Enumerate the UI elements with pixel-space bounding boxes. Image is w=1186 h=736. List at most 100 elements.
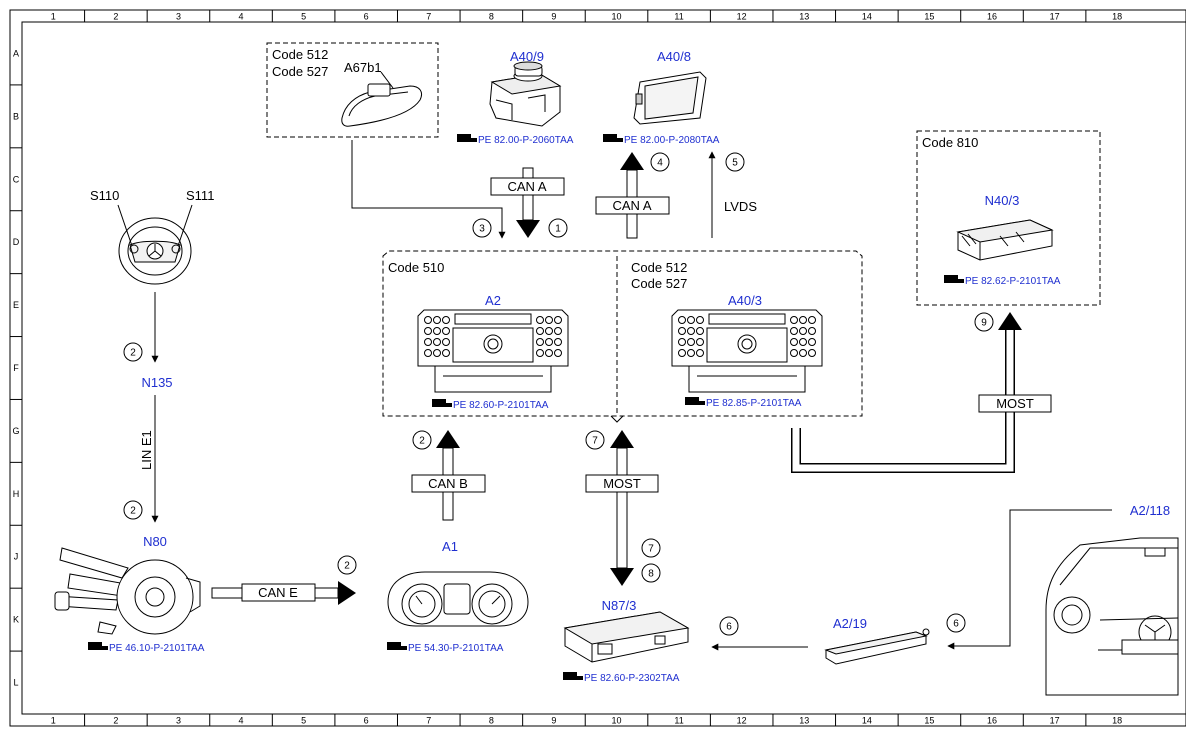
- tuner-a2-19-icon: [824, 628, 930, 665]
- step-circle: [472, 218, 492, 238]
- most-mid-label: MOST: [603, 476, 641, 491]
- grid-column-label: 12: [737, 716, 747, 726]
- amplifier-n40-3-icon: [956, 219, 1054, 261]
- code-box-512-527-top: Code 512 Code 527 A67b1: [266, 42, 439, 138]
- s110-label: S110: [90, 188, 119, 203]
- step-number: 3: [479, 224, 485, 235]
- grid-column-label: 17: [1050, 12, 1060, 22]
- module-n87-3-icon: [563, 611, 690, 663]
- steering-column-module-icon: [54, 547, 201, 635]
- head-unit-a40-3-icon: [671, 309, 823, 393]
- grid-column-label: 7: [426, 716, 431, 726]
- connector-a67b1: [351, 140, 506, 239]
- step-circle: [337, 555, 357, 575]
- step-number: 2: [419, 436, 425, 447]
- car-front-icon: [1045, 537, 1179, 696]
- step-number: 7: [648, 544, 654, 555]
- a67b1-label: A67b1: [344, 60, 382, 75]
- grid-row-label: H: [13, 489, 20, 499]
- grid-column-label: 15: [924, 716, 934, 726]
- grid-column-label: 16: [987, 716, 997, 726]
- steering-wheel-icon: [117, 204, 193, 285]
- display-a40-8-icon: [633, 71, 707, 125]
- grid-column-label: 13: [799, 716, 809, 726]
- grid-column-label: 11: [674, 12, 683, 22]
- grid-column-label: 8: [489, 716, 494, 726]
- step-circle: [641, 563, 661, 583]
- bus-most-mid: [610, 430, 634, 586]
- grid-column-label: 17: [1050, 716, 1060, 726]
- ref-n80: PE 46.10-P-2101TAA: [109, 643, 205, 654]
- grid-column-label: 18: [1112, 12, 1122, 22]
- ref-a40-3: PE 82.85-P-2101TAA: [706, 398, 802, 409]
- step-circle: [585, 430, 605, 450]
- code-box-810: Code 810: [916, 130, 1101, 306]
- a40-3-label: A40/3: [728, 293, 762, 308]
- grid-column-label: 6: [364, 12, 369, 22]
- grid-column-label: 2: [113, 716, 118, 726]
- reference-pointer-icon: [457, 134, 477, 142]
- can-a-left-label: CAN A: [507, 179, 546, 194]
- reference-pointer-icon: [563, 672, 583, 680]
- reference-pointer-icon: [88, 642, 108, 650]
- code-527-label: Code 527: [272, 64, 328, 79]
- grid-column-label: 16: [987, 12, 997, 22]
- grid-column-label: 12: [737, 12, 747, 22]
- s111-label: S111: [186, 188, 214, 203]
- grid-column-label: 13: [799, 12, 809, 22]
- grid-column-label: 3: [176, 12, 181, 22]
- can-b-label: CAN B: [428, 476, 468, 491]
- grid-row-label: K: [13, 615, 19, 625]
- lin-e1-label: LIN E1: [139, 430, 154, 470]
- step-number: 7: [592, 436, 598, 447]
- a2-19-label: A2/19: [833, 616, 867, 631]
- grid-row-label: J: [14, 552, 19, 562]
- grid-column-label: 8: [489, 12, 494, 22]
- grid-column-label: 10: [612, 12, 622, 22]
- a40-8-label: A40/8: [657, 49, 691, 64]
- n135-label: N135: [141, 375, 172, 390]
- grid-row-label: E: [13, 300, 19, 310]
- grid-column-label: 4: [239, 12, 244, 22]
- grid-column-label: 15: [924, 12, 934, 22]
- grid-row-label: F: [13, 363, 19, 373]
- step-number: 2: [130, 506, 136, 517]
- grid-column-label: 1: [51, 716, 56, 726]
- reference-pointer-icon: [603, 134, 623, 142]
- ref-a40-8: PE 82.00-P-2080TAA: [624, 135, 720, 146]
- step-circle: [412, 430, 432, 450]
- step-number: 2: [344, 561, 350, 572]
- bus-can-a-up: [620, 152, 644, 239]
- a40-9-label: A40/9: [510, 49, 544, 64]
- reference-pointer-icon: [432, 399, 452, 407]
- step-circle: [123, 500, 143, 520]
- step-number: 4: [657, 158, 663, 169]
- grid-column-label: 14: [862, 12, 872, 22]
- grid-column-label: 5: [301, 12, 306, 22]
- ref-a40-9: PE 82.00-P-2060TAA: [478, 135, 574, 146]
- grid-column-label: 14: [862, 716, 872, 726]
- code-512-label: Code 512: [272, 47, 328, 62]
- grid-row-label: C: [13, 174, 20, 184]
- reference-pointer-icon: [387, 642, 407, 650]
- step-number: 1: [555, 224, 561, 235]
- controller-a40-9-icon: [489, 61, 562, 127]
- grid-column-label: 6: [364, 716, 369, 726]
- step-number: 9: [981, 318, 987, 329]
- most-right-label: MOST: [996, 396, 1034, 411]
- ref-n87-3: PE 82.60-P-2302TAA: [584, 673, 680, 684]
- grid-row-label: L: [13, 678, 18, 688]
- grid-row-label: B: [13, 111, 19, 121]
- grid-column-label: 9: [551, 716, 556, 726]
- code-527-mid-label: Code 527: [631, 276, 687, 291]
- head-unit-box: Code 510 Code 512 Code 527: [382, 250, 863, 423]
- can-e-label: CAN E: [258, 585, 298, 600]
- step-circle: [946, 613, 966, 633]
- grid-column-label: 3: [176, 716, 181, 726]
- head-unit-a2-icon: [417, 309, 569, 393]
- bus-most-right: [791, 312, 1022, 473]
- step-number: 6: [726, 622, 732, 633]
